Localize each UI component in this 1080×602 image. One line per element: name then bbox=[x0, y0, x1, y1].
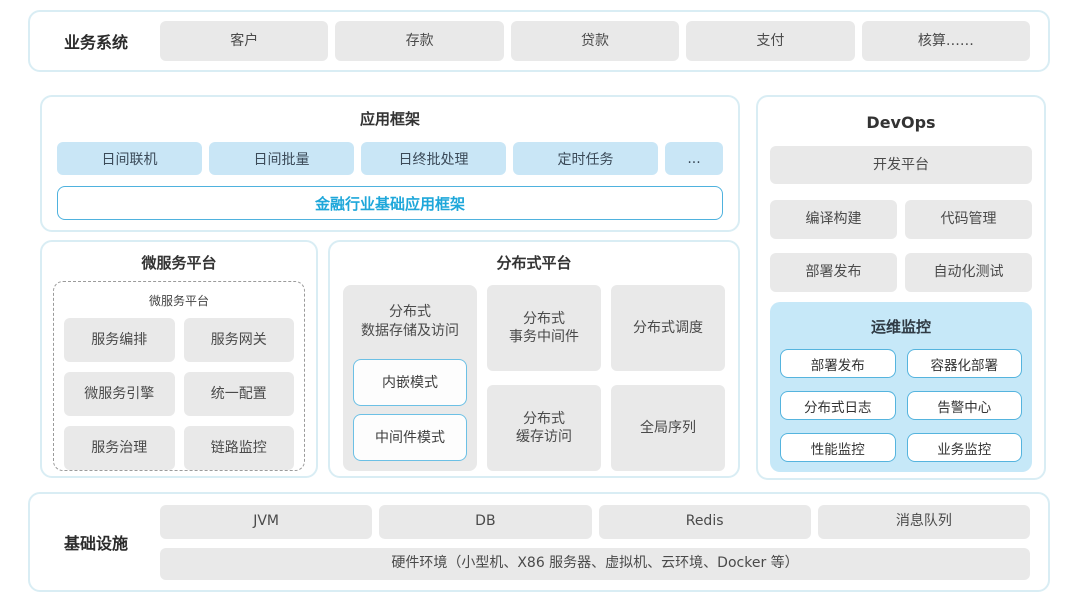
storage-label-line2: 数据存储及访问 bbox=[361, 322, 459, 339]
infrastructure-content: JVM DB Redis 消息队列 硬件环境（小型机、X86 服务器、虚拟机、云… bbox=[160, 504, 1030, 580]
distributed-cache-box: 分布式 缓存访问 bbox=[487, 385, 601, 471]
distributed-storage-label: 分布式 数据存储及访问 bbox=[353, 303, 467, 341]
microservice-inner-box: 微服务平台 服务编排 服务网关 微服务引擎 统一配置 服务治理 链路监控 bbox=[53, 281, 305, 471]
ops-monitoring-grid: 部署发布 容器化部署 分布式日志 告警中心 性能监控 业务监控 bbox=[780, 349, 1022, 462]
module-scheduled-task: 定时任务 bbox=[513, 142, 658, 175]
infra-mq-box: 消息队列 bbox=[817, 504, 1030, 539]
micro-item-gateway: 服务网关 bbox=[183, 318, 294, 362]
monitor-performance-box: 性能监控 bbox=[780, 433, 896, 462]
storage-label-line1: 分布式 bbox=[389, 304, 431, 320]
ops-monitoring-panel: 运维监控 部署发布 容器化部署 分布式日志 告警中心 性能监控 业务监控 bbox=[770, 302, 1032, 472]
business-systems-row: 客户 存款 贷款 支付 核算…… bbox=[160, 21, 1031, 61]
devops-panel: DevOps 开发平台 编译构建 代码管理 部署发布 自动化测试 运维监控 部署… bbox=[756, 95, 1046, 480]
distributed-transaction-box: 分布式 事务中间件 bbox=[487, 285, 601, 371]
infra-redis-box: Redis bbox=[598, 504, 811, 539]
business-item-loan: 贷款 bbox=[510, 21, 680, 61]
module-eod-batch: 日终批处理 bbox=[361, 142, 506, 175]
infra-jvm-box: JVM bbox=[160, 504, 373, 539]
platforms-row: 微服务平台 微服务平台 服务编排 服务网关 微服务引擎 统一配置 服务治理 链路… bbox=[40, 240, 740, 478]
business-item-accounting: 核算…… bbox=[861, 21, 1031, 61]
distributed-panel: 分布式平台 分布式 数据存储及访问 内嵌模式 中间件模式 bbox=[328, 240, 740, 478]
distributed-col-3: 分布式调度 全局序列 bbox=[611, 285, 725, 471]
infrastructure-row: JVM DB Redis 消息队列 bbox=[160, 504, 1030, 539]
devops-deploy-box: 部署发布 bbox=[770, 253, 897, 292]
hardware-environment-box: 硬件环境（小型机、X86 服务器、虚拟机、云环境、Docker 等） bbox=[160, 547, 1030, 580]
module-daytime-batch: 日间批量 bbox=[209, 142, 354, 175]
monitor-alert-box: 告警中心 bbox=[906, 391, 1022, 420]
infrastructure-label: 基础设施 bbox=[63, 534, 128, 553]
app-framework-modules: 日间联机 日间批量 日终批处理 定时任务 ... bbox=[57, 142, 723, 175]
dev-platform-box: 开发平台 bbox=[770, 146, 1032, 184]
business-item-customer: 客户 bbox=[160, 21, 329, 61]
devops-autotest-box: 自动化测试 bbox=[905, 253, 1032, 292]
micro-item-config: 统一配置 bbox=[183, 372, 294, 416]
devops-build-box: 编译构建 bbox=[770, 200, 897, 239]
infra-db-box: DB bbox=[379, 504, 592, 539]
business-systems-panel: 业务系统 客户 存款 贷款 支付 核算…… bbox=[28, 10, 1050, 72]
distributed-grid: 分布式 数据存储及访问 内嵌模式 中间件模式 分布式 事务中间件 bbox=[343, 285, 725, 471]
microservice-panel: 微服务平台 微服务平台 服务编排 服务网关 微服务引擎 统一配置 服务治理 链路… bbox=[40, 240, 318, 478]
monitor-log-box: 分布式日志 bbox=[780, 391, 896, 420]
ops-monitoring-title: 运维监控 bbox=[870, 318, 931, 336]
micro-item-governance: 服务治理 bbox=[64, 426, 175, 470]
middle-area: 应用框架 日间联机 日间批量 日终批处理 定时任务 ... 金融行业基础应用框架… bbox=[40, 95, 1046, 480]
micro-item-orchestration: 服务编排 bbox=[64, 318, 175, 362]
monitor-business-box: 业务监控 bbox=[906, 433, 1022, 462]
business-item-deposit: 存款 bbox=[335, 21, 504, 61]
devops-title: DevOps bbox=[866, 113, 936, 132]
monitor-container-box: 容器化部署 bbox=[906, 349, 1022, 378]
middleware-mode-box: 中间件模式 bbox=[353, 413, 467, 461]
middle-left-column: 应用框架 日间联机 日间批量 日终批处理 定时任务 ... 金融行业基础应用框架… bbox=[40, 95, 740, 480]
distributed-title: 分布式平台 bbox=[496, 254, 572, 272]
microservice-title: 微服务平台 bbox=[141, 254, 217, 272]
app-framework-panel: 应用框架 日间联机 日间批量 日终批处理 定时任务 ... 金融行业基础应用框架 bbox=[40, 95, 740, 232]
distributed-col-2: 分布式 事务中间件 分布式 缓存访问 bbox=[487, 285, 601, 471]
monitor-deploy-box: 部署发布 bbox=[780, 349, 896, 378]
module-daytime-online: 日间联机 bbox=[57, 142, 202, 175]
embedded-mode-box: 内嵌模式 bbox=[353, 358, 467, 406]
distributed-storage-box: 分布式 数据存储及访问 内嵌模式 中间件模式 bbox=[343, 285, 477, 471]
microservice-grid: 服务编排 服务网关 微服务引擎 统一配置 服务治理 链路监控 bbox=[64, 318, 294, 470]
infrastructure-panel: 基础设施 JVM DB Redis 消息队列 硬件环境（小型机、X86 服务器、… bbox=[28, 492, 1050, 592]
distributed-scheduling-box: 分布式调度 bbox=[611, 285, 725, 371]
app-framework-title: 应用框架 bbox=[359, 110, 420, 128]
devops-code-box: 代码管理 bbox=[905, 200, 1032, 239]
devops-tools-grid: 编译构建 代码管理 部署发布 自动化测试 bbox=[770, 200, 1032, 292]
micro-item-engine: 微服务引擎 bbox=[64, 372, 175, 416]
micro-item-tracing: 链路监控 bbox=[183, 426, 294, 470]
base-framework-box: 金融行业基础应用框架 bbox=[57, 186, 723, 220]
microservice-inner-title: 微服务平台 bbox=[148, 294, 209, 308]
business-systems-label: 业务系统 bbox=[63, 33, 128, 52]
global-sequence-box: 全局序列 bbox=[611, 385, 725, 471]
business-item-payment: 支付 bbox=[686, 21, 855, 61]
module-more: ... bbox=[665, 142, 723, 175]
